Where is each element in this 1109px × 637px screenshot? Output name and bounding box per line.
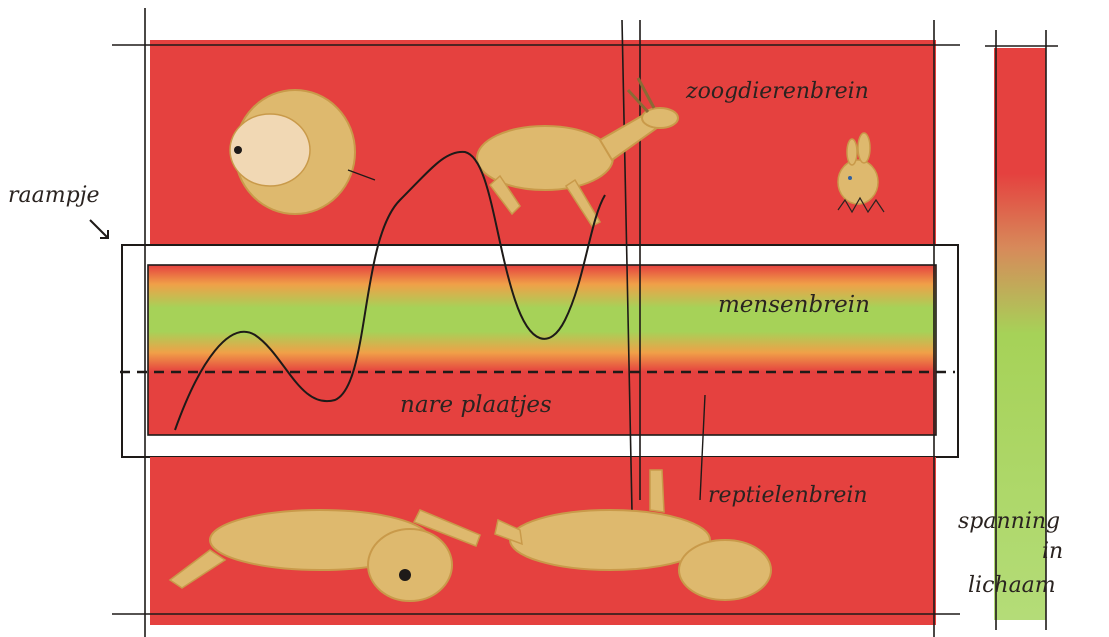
- reptile-brain-label: reptielenbrein: [708, 483, 868, 508]
- human-brain-label: mensenbrein: [718, 292, 870, 318]
- tension-label-line2: in: [1042, 539, 1063, 564]
- tension-label-line3: lichaam: [968, 573, 1056, 598]
- arrow-icon: [90, 220, 108, 238]
- window-label: raampje: [8, 183, 100, 208]
- mammal-brain-label: zoogdierenbrein: [685, 79, 869, 104]
- human-brain-band: [148, 265, 936, 372]
- tension-label-line1: spanning: [958, 509, 1060, 534]
- bad-images-label: nare plaatjes: [400, 392, 552, 418]
- tension-bar: [994, 48, 1046, 620]
